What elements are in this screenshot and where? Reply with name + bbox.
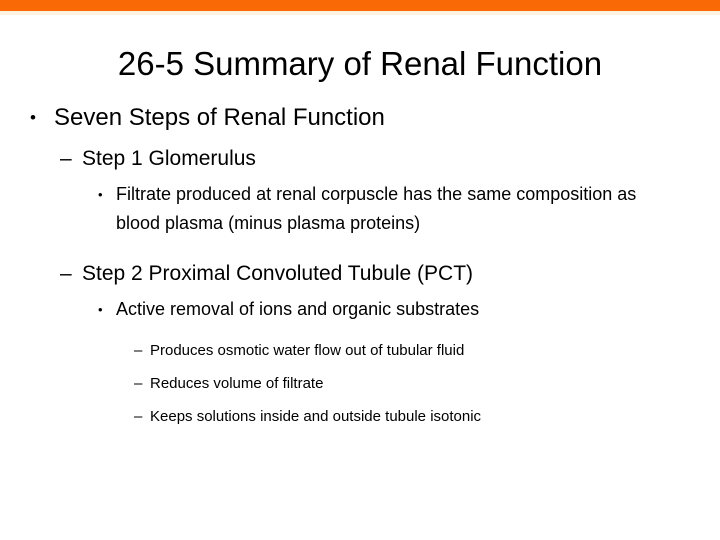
outline-item-step2-sub: – Keeps solutions inside and outside tub… [0,400,720,433]
bullet-dash-icon: – [60,147,72,170]
outline-step1-heading: Step 1 Glomerulus [82,147,256,170]
bullet-dash-icon: – [134,375,143,392]
outline-item-step2-sub: – Produces osmotic water flow out of tub… [0,334,720,367]
outline-item-step1: – Step 1 Glomerulus [0,143,720,174]
outline-level1-label: Seven Steps of Renal Function [54,104,385,131]
bullet-dot-icon: • [98,302,103,317]
slide-body: • Seven Steps of Renal Function – Step 1… [0,102,720,433]
outline-item-level1: • Seven Steps of Renal Function [0,102,720,134]
bullet-dash-icon: – [60,262,72,285]
bullet-dash-icon: – [134,342,143,359]
outline-step2-heading: Step 2 Proximal Convoluted Tubule (PCT) [82,262,474,285]
top-accent-band-secondary [0,11,720,15]
page-title: 26-5 Summary of Renal Function [117,45,603,82]
outline-step2-sub-label: Produces osmotic water flow out of tubul… [150,342,465,359]
outline-step2-sub-label: Reduces volume of filtrate [150,375,324,392]
outline-item-step2-sub: – Reduces volume of filtrate [0,367,720,400]
outline-step2-sub-label: Keeps solutions inside and outside tubul… [150,408,482,425]
bullet-dot-icon: • [98,187,103,202]
outline-item-step2-detail: • Active removal of ions and organic sub… [0,295,720,324]
outline-step2-detail-label: Active removal of ions and organic subst… [116,299,480,319]
top-accent-band [0,0,720,11]
bullet-dot-icon: • [30,108,36,127]
outline-item-step2: – Step 2 Proximal Convoluted Tubule (PCT… [0,258,720,289]
outline-item-step1-detail: • Filtrate produced at renal corpuscle h… [0,180,720,238]
outline-step1-detail-label: Filtrate produced at renal corpuscle has… [116,184,637,233]
bullet-dash-icon: – [134,408,143,425]
